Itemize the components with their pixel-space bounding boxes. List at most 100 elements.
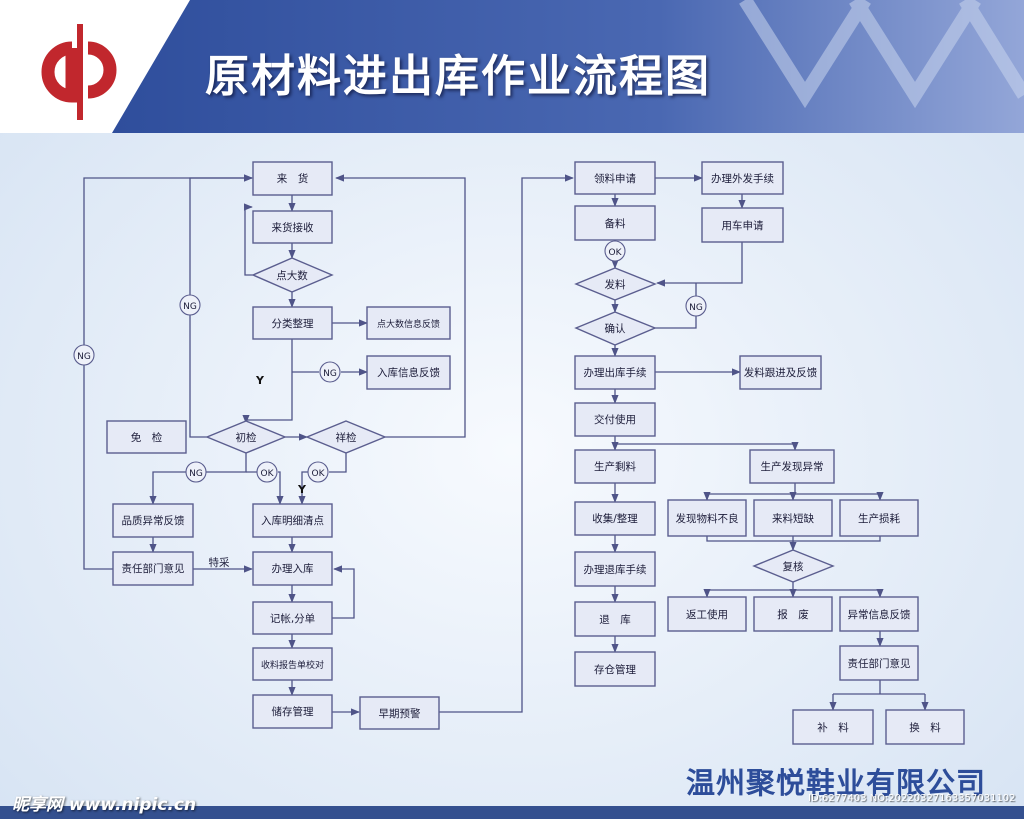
ng-marker-1: NG [179,294,201,316]
node-storage-mgmt: 存仓管理 [574,651,656,687]
node-dept-opinion: 责任部门意见 [112,551,194,586]
node-count-bulk-label: 点大数 [276,269,308,282]
node-bookkeeping-label: 记帐,分单 [270,612,315,625]
node-issue-feedback-label: 发料跟进及反馈 [744,366,818,379]
node-storage: 储存管理 [252,694,333,729]
node-entry-feedback: 入库信息反馈 [366,355,451,390]
node-count-bulk: 点大数 [251,257,334,293]
node-prepare-label: 备料 [605,217,626,230]
node-rework: 返工使用 [667,596,747,632]
node-exempt-label: 免 检 [131,431,163,444]
svg-text:NG: NG [323,369,337,379]
node-count-feedback-label: 点大数信息反馈 [377,318,440,330]
node-issue-feedback: 发料跟进及反馈 [739,355,822,390]
node-exempt: 免 检 [106,420,187,454]
node-collect-label: 收集/整理 [592,512,638,525]
node-issue-label: 发料 [605,278,626,291]
node-leftover-label: 生产剩料 [594,460,636,473]
y-marker-2: Y [297,483,307,496]
svg-text:NG: NG [77,352,91,362]
svg-text:OK: OK [609,248,623,258]
node-confirm: 确认 [574,311,657,346]
node-receiving-check: 来货接收 [252,210,333,244]
node-replenish: 补 料 [792,709,874,745]
node-outsource: 办理外发手续 [701,161,784,195]
node-entry-detail: 入库明细清点 [252,503,333,538]
node-scrap: 报 废 [753,596,833,632]
node-exchange-label: 换 料 [909,721,941,734]
node-review: 复核 [752,549,835,583]
node-receive: 来 货 [252,161,333,196]
ok-marker-1: OK [256,461,278,483]
node-shortage: 来料短缺 [753,499,833,537]
special-purchase-label: 特采 [209,557,230,569]
connectors-middle [611,174,929,711]
node-prepare: 备料 [574,205,656,241]
node-exit-proc: 办理出库手续 [574,355,656,390]
node-dept-opinion-label: 责任部门意见 [122,562,185,575]
node-rework-label: 返工使用 [686,608,728,621]
node-early-warning-label: 早期预警 [379,707,421,720]
node-receiving-check-label: 来货接收 [272,221,314,234]
node-sorting: 分类整理 [252,306,333,340]
node-return-store-label: 退 库 [599,613,631,626]
node-vehicle-label: 用车申请 [722,219,764,232]
node-exchange: 换 料 [885,709,965,745]
y-marker-1: Y [255,374,265,387]
node-outsource-label: 办理外发手续 [711,172,774,185]
node-return-proc-label: 办理退库手续 [584,563,647,576]
svg-text:OK: OK [261,469,275,479]
node-abnormal-feedback-label: 异常信息反馈 [848,608,911,621]
node-report-check-label: 收料报告单校对 [261,659,324,671]
node-deliver-label: 交付使用 [594,413,636,426]
node-receive-label: 来 货 [277,172,309,185]
watermark-left: 昵享网 www.nipic.cn [12,795,197,815]
ng-marker-3: NG [319,361,341,383]
page-title: 原材料进出库作业流程图 [205,51,711,102]
ok-marker-3: OK [604,240,626,262]
node-confirm-label: 确认 [605,322,626,335]
node-storage-label: 储存管理 [272,705,314,718]
node-prod-abnormal-label: 生产发现异常 [761,460,824,473]
node-do-entry-label: 办理入库 [272,562,314,575]
node-entry-detail-label: 入库明细清点 [261,514,324,527]
node-first-inspect-label: 初检 [236,431,257,444]
node-apply: 领料申请 [574,161,656,195]
svg-text:NG: NG [689,303,703,313]
ng-marker-4: NG [185,461,207,483]
node-return-proc: 办理退库手续 [574,551,656,587]
node-prod-abnormal: 生产发现异常 [749,449,835,484]
watermark-right: ID:6277403 NO:20220327163357031102 [808,793,1016,804]
node-first-inspect: 初检 [205,420,287,454]
node-count-feedback: 点大数信息反馈 [366,306,451,340]
node-apply-label: 领料申请 [594,172,636,185]
node-do-entry: 办理入库 [252,551,333,586]
node-loss: 生产损耗 [839,499,919,537]
svg-text:NG: NG [189,469,203,479]
node-abnormal-feedback: 异常信息反馈 [839,596,919,632]
node-leftover: 生产剩料 [574,449,656,484]
node-deliver: 交付使用 [574,402,656,437]
ng-marker-5: NG [685,295,707,317]
node-vehicle: 用车申请 [701,207,784,243]
node-storage-mgmt-label: 存仓管理 [594,663,636,676]
node-report-check: 收料报告单校对 [252,647,333,681]
ng-marker-2: NG [73,344,95,366]
ok-marker-2: OK [307,461,329,483]
node-quality-feedback: 品质异常反馈 [112,503,194,538]
node-sample-inspect-label: 祥检 [336,431,357,444]
node-scrap-label: 报 废 [777,608,809,621]
node-shortage-label: 来料短缺 [772,512,814,525]
node-exit-proc-label: 办理出库手续 [584,366,647,379]
node-early-warning: 早期预警 [359,696,440,730]
company-logo [41,24,117,120]
node-sorting-label: 分类整理 [272,317,314,330]
node-dept-opinion2: 责任部门意见 [839,645,919,681]
company-name: 温州聚悦鞋业有限公司 [686,766,987,800]
node-replenish-label: 补 料 [817,721,849,734]
node-entry-feedback-label: 入库信息反馈 [377,366,440,379]
svg-text:OK: OK [312,469,326,479]
node-sample-inspect: 祥检 [305,420,387,454]
